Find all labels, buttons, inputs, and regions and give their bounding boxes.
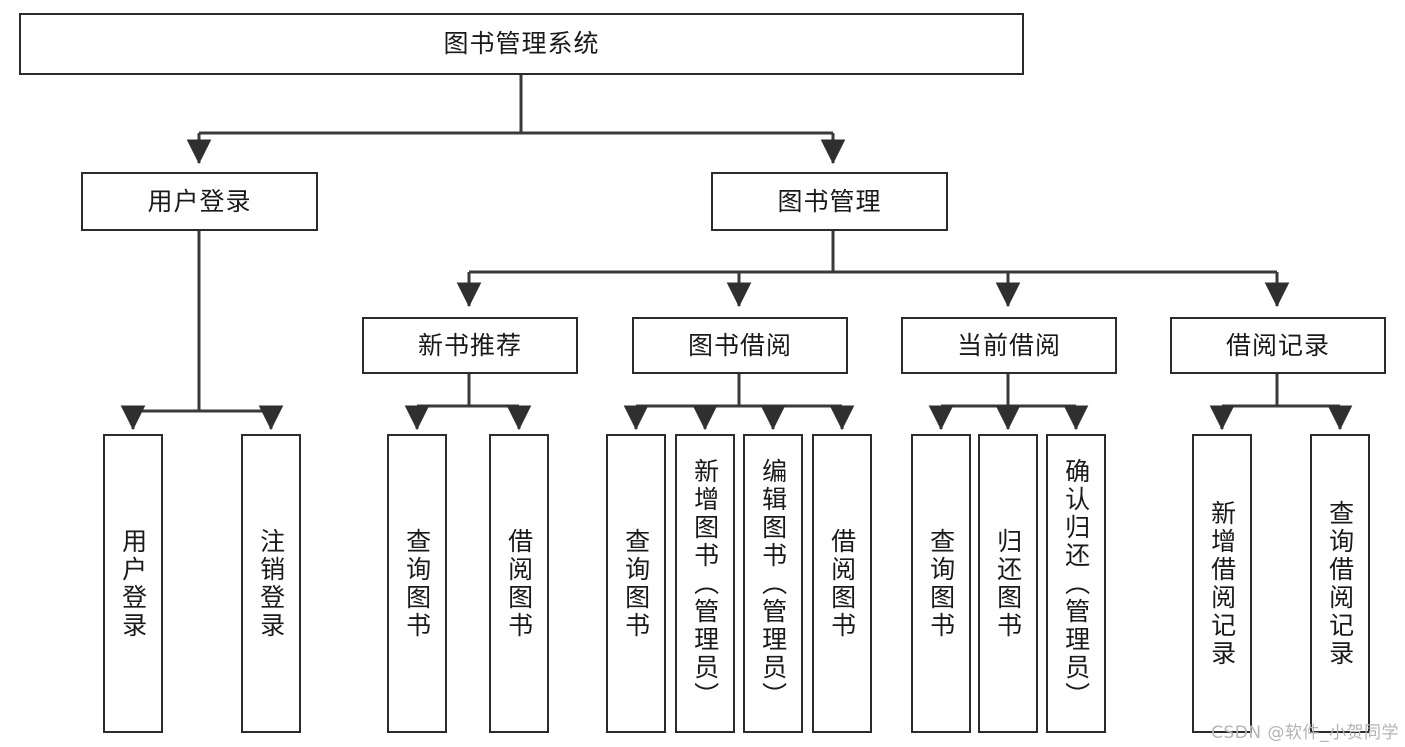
node-leaf-edit-book[interactable]: 编辑图书（管理员） bbox=[743, 434, 803, 733]
node-root-system[interactable]: 图书管理系统 bbox=[19, 13, 1024, 75]
node-user-login-label: 用户登录 bbox=[147, 186, 252, 216]
node-book-management-label: 图书管理 bbox=[777, 186, 882, 216]
node-leaf-query-book-1[interactable]: 查询图书 bbox=[387, 434, 447, 733]
node-leaf-query-book-1-label: 查询图书 bbox=[402, 527, 432, 640]
node-leaf-add-book[interactable]: 新增图书（管理员） bbox=[675, 434, 735, 733]
node-leaf-query-book-2[interactable]: 查询图书 bbox=[606, 434, 666, 733]
node-leaf-borrow-book-2[interactable]: 借阅图书 bbox=[812, 434, 872, 733]
node-leaf-user-login[interactable]: 用户登录 bbox=[103, 434, 163, 733]
node-book-borrow-label: 图书借阅 bbox=[687, 330, 792, 360]
node-leaf-borrow-book-1-label: 借阅图书 bbox=[504, 527, 534, 640]
node-leaf-confirm-return[interactable]: 确认归还（管理员） bbox=[1046, 434, 1106, 733]
node-leaf-confirm-return-label: 确认归还（管理员） bbox=[1061, 457, 1091, 710]
node-borrow-record-label: 借阅记录 bbox=[1225, 330, 1330, 360]
node-current-borrow-label: 当前借阅 bbox=[956, 330, 1061, 360]
node-book-borrow[interactable]: 图书借阅 bbox=[632, 317, 848, 374]
node-new-book-recommend[interactable]: 新书推荐 bbox=[362, 317, 578, 374]
node-leaf-query-book-3-label: 查询图书 bbox=[926, 527, 956, 640]
node-leaf-add-record[interactable]: 新增借阅记录 bbox=[1192, 434, 1252, 733]
node-leaf-query-book-3[interactable]: 查询图书 bbox=[911, 434, 971, 733]
node-leaf-user-login-label: 用户登录 bbox=[118, 527, 148, 640]
node-borrow-record[interactable]: 借阅记录 bbox=[1170, 317, 1386, 374]
node-user-login[interactable]: 用户登录 bbox=[81, 172, 318, 231]
node-leaf-edit-book-label: 编辑图书（管理员） bbox=[758, 457, 788, 710]
node-leaf-borrow-book-2-label: 借阅图书 bbox=[827, 527, 857, 640]
node-new-book-recommend-label: 新书推荐 bbox=[417, 330, 522, 360]
node-leaf-borrow-book-1[interactable]: 借阅图书 bbox=[489, 434, 549, 733]
node-current-borrow[interactable]: 当前借阅 bbox=[901, 317, 1117, 374]
csdn-watermark: CSDN @软件_小贺同学 bbox=[1211, 723, 1399, 743]
node-leaf-query-record-label: 查询借阅记录 bbox=[1325, 499, 1355, 668]
node-leaf-return-book-label: 归还图书 bbox=[993, 527, 1023, 640]
node-leaf-return-book[interactable]: 归还图书 bbox=[978, 434, 1038, 733]
node-leaf-add-record-label: 新增借阅记录 bbox=[1207, 499, 1237, 668]
node-book-management[interactable]: 图书管理 bbox=[711, 172, 948, 231]
node-leaf-query-record[interactable]: 查询借阅记录 bbox=[1310, 434, 1370, 733]
node-root-label: 图书管理系统 bbox=[443, 29, 600, 58]
node-leaf-logout-login-label: 注销登录 bbox=[256, 527, 286, 640]
node-leaf-query-book-2-label: 查询图书 bbox=[621, 527, 651, 640]
node-leaf-add-book-label: 新增图书（管理员） bbox=[690, 457, 720, 710]
node-leaf-logout-login[interactable]: 注销登录 bbox=[241, 434, 301, 733]
